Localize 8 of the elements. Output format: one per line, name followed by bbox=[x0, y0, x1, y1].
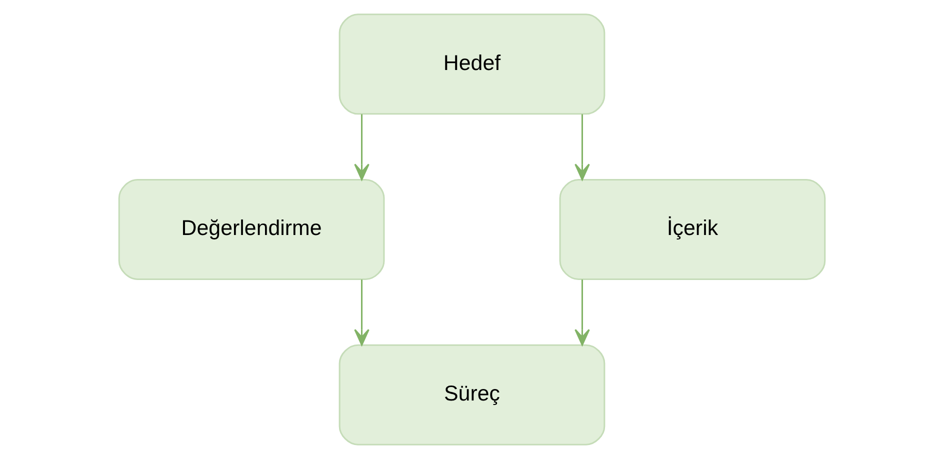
node-box: Hedef bbox=[338, 14, 606, 115]
node-box: Değerlendirme bbox=[118, 178, 385, 280]
arrow bbox=[354, 114, 370, 180]
node-box: İçerik bbox=[559, 178, 826, 280]
arrow bbox=[574, 280, 590, 346]
arrow bbox=[574, 114, 590, 180]
node-box: Süreç bbox=[338, 344, 606, 446]
arrow bbox=[354, 280, 370, 346]
